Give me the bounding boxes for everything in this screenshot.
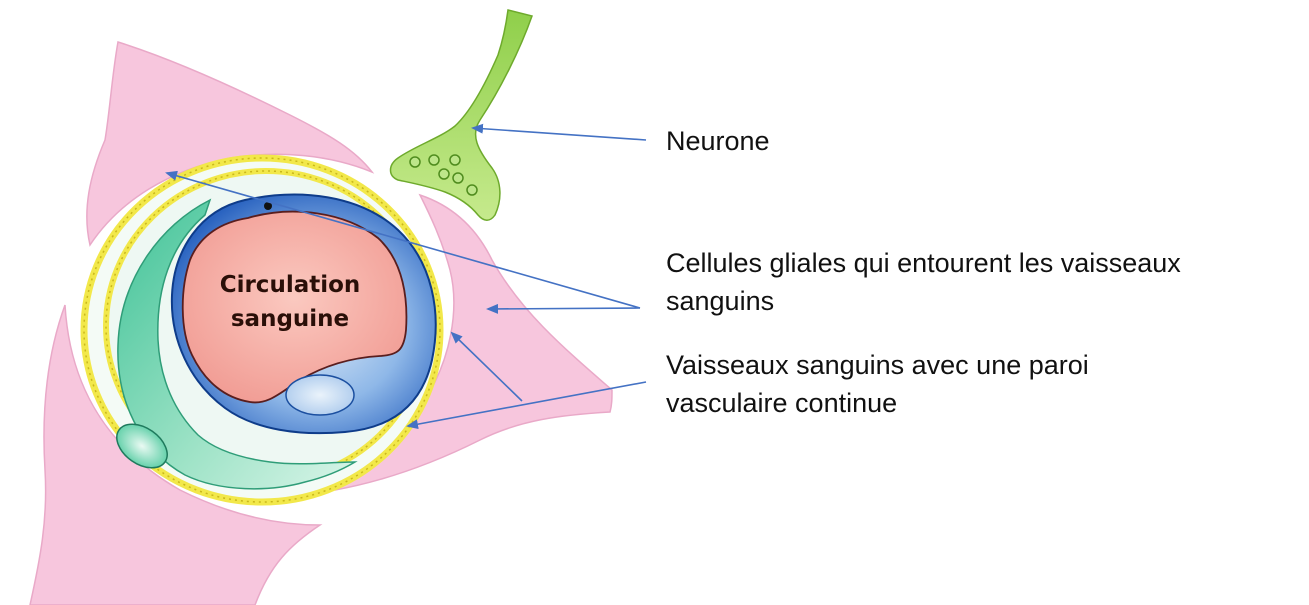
lumen-label-line1: Circulation	[190, 268, 390, 302]
arrow-glial-right	[488, 308, 640, 309]
vesicle	[439, 169, 449, 179]
neuron-axon	[391, 10, 533, 220]
vesicle	[410, 157, 420, 167]
vessel-label-line2: vasculaire continue	[666, 386, 897, 420]
arrow-neurone	[473, 128, 646, 140]
endothelial-nucleus	[286, 375, 354, 415]
neurone-label: Neurone	[666, 124, 770, 158]
vesicle	[450, 155, 460, 165]
vesicle	[453, 173, 463, 183]
lumen-label: Circulation sanguine	[190, 268, 390, 336]
vesicle	[467, 185, 477, 195]
glial-label-line2: sanguins	[666, 284, 774, 318]
lumen-label-line2: sanguine	[190, 302, 390, 336]
neuron-terminal	[391, 10, 533, 220]
vessel-label-line1: Vaisseaux sanguins avec une paroi	[666, 348, 1089, 382]
glial-label-line1: Cellules gliales qui entourent les vaiss…	[666, 246, 1181, 280]
vesicle	[429, 155, 439, 165]
